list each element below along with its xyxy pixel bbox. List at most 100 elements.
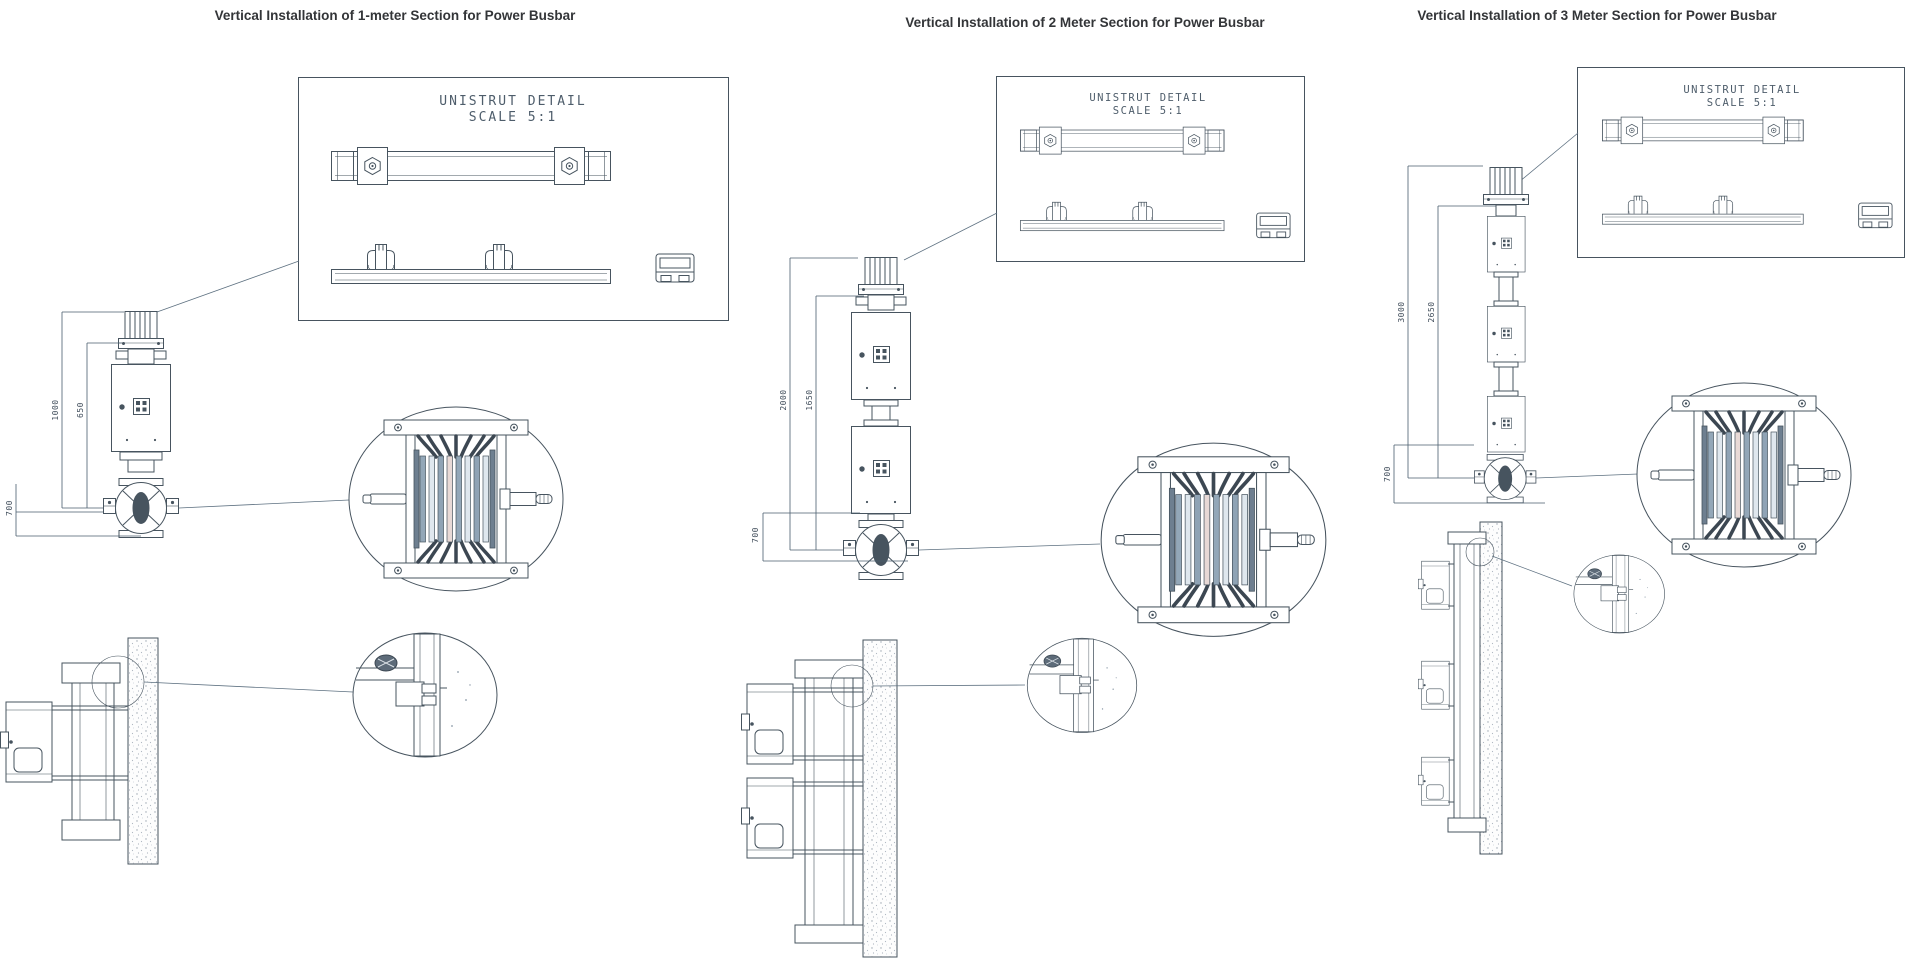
diagram-2-meter: Vertical Installation of 2 Meter Section… [741,15,1328,958]
coupler-flange-4 [1493,390,1519,397]
detail-box-frame [1577,67,1905,258]
diagram-1-wall-view [0,637,354,865]
detail-box-title: UNISTRUT DETAIL [1683,84,1800,96]
anchor-bolt-detail [352,632,498,758]
dimension-overall: 3000 [1397,301,1406,322]
frame-channel [804,677,854,926]
busbar-top-plug [118,311,164,349]
coupler-tube-1 [1498,276,1514,302]
diagram-1-meter: Vertical Installation of 1-meter Section… [0,8,729,865]
diagram-1-dimensions: 1000 650 700 [5,311,141,537]
busbar-module-1 [1486,216,1526,273]
joint-housing-side-2 [1418,660,1450,710]
coupler-flange-1 [1493,271,1519,278]
joint-housing-side-1 [741,683,794,765]
dimension-offset: 700 [1383,466,1392,482]
diagram-3-meter: Vertical Installation of 3 Meter Section… [1383,8,1905,855]
leader-plug-to-detail [156,260,300,313]
unistrut-top-bar [1019,126,1225,155]
busbar-module [111,364,171,452]
dimension-overall: 2000 [779,389,788,410]
joint-cross-section-detail [347,405,565,593]
leader-joint-to-detail [918,543,1101,551]
neck-tab-left [115,350,129,360]
busbar-top-plug [858,257,904,295]
wall [127,637,159,865]
joint-housing-side-2 [741,777,794,859]
leader-plug-to-detail [903,212,998,261]
leader-anchor-to-detail [143,681,354,693]
dimension-inner: 2650 [1427,301,1436,322]
dimension-inner: 1650 [805,389,814,410]
ball-joint [843,520,919,580]
anchor-bolt-detail [1026,637,1138,733]
diagram-3-dimensions: 3000 2650 700 [1383,165,1545,504]
ball-joint [103,478,179,538]
detail-box-title: UNISTRUT DETAIL [1089,92,1206,104]
busbar-top-plug [1483,167,1529,205]
detail-box-scale: SCALE 5:1 [469,110,557,125]
joint-cross-section-detail [1099,441,1328,639]
coupler-tube [871,405,891,421]
anchor-bolt-detail [1573,554,1665,634]
joint-cross-section-detail [1635,381,1853,569]
wall [862,639,898,958]
leader-anchor-to-detail [1491,555,1573,587]
dimension-overall: 1000 [51,399,60,420]
busbar-module-1 [851,312,911,400]
dimension-inner: 650 [76,402,85,418]
diagram-2-dimensions: 2000 1650 700 [751,257,908,562]
coupler-tube-2 [1498,366,1514,392]
joint-housing-side-3 [1418,756,1450,806]
diagram-1-busbar-assembly [103,311,179,538]
busbar-module-2 [1486,306,1526,363]
frame-bottom-plate [61,819,121,841]
unistrut-top-bar [331,147,611,185]
busbar-module-2 [851,426,911,514]
detail-box-scale: SCALE 5:1 [1113,105,1183,117]
diagram-3-wall-view [1418,521,1573,855]
diagram-2-unistrut-detail-box: UNISTRUT DETAIL SCALE 5:1 [996,76,1305,262]
neck-tab-right [893,296,907,306]
anchor-highlight-circle [1465,537,1495,567]
unistrut-top-bar [1601,116,1804,145]
detail-box-scale: SCALE 5:1 [1707,97,1777,109]
ball-joint [1474,454,1537,504]
busbar-neck [127,348,155,365]
rail-bottom-cap [1447,817,1487,833]
strut-fitting [1858,202,1893,229]
joint-housing-side [0,701,53,783]
bottom-neck [127,459,155,473]
strut-fitting [1256,212,1291,239]
diagram-1-title: Vertical Installation of 1-meter Section… [215,8,577,23]
coupler-flange-top [863,399,899,407]
diagram-3-busbar-assembly [1474,167,1537,504]
leader-plug-to-detail [1518,132,1579,183]
frame-top-plate [61,662,121,684]
detail-box-title: UNISTRUT DETAIL [439,94,586,109]
leader-anchor-to-detail [872,684,1026,687]
frame-bottom-plate [794,924,864,944]
diagram-3-title: Vertical Installation of 3 Meter Section… [1417,8,1777,23]
leader-joint-to-detail [1535,473,1639,479]
bottom-flange [119,451,163,461]
busbar-module-3 [1486,396,1526,453]
diagram-1-unistrut-detail-box: UNISTRUT DETAIL SCALE 5:1 [298,77,729,321]
neck-tab-left [855,296,869,306]
dimension-offset: 700 [5,500,14,516]
frame-top-plate [794,659,864,679]
busbar-neck [1495,204,1517,217]
coupler-flange-bottom [863,419,899,427]
strut-fitting [655,253,695,283]
diagram-3-unistrut-detail-box: UNISTRUT DETAIL SCALE 5:1 [1577,67,1905,258]
mounting-rail [1453,543,1481,819]
dimension-offset: 700 [751,527,760,543]
diagram-2-wall-view [741,639,1026,958]
frame-channel [71,682,115,821]
diagram-2-busbar-assembly [843,257,919,580]
coupler-flange-2 [1493,300,1519,307]
leader-joint-to-detail [178,499,350,509]
neck-tab-right [153,350,167,360]
wall [1479,521,1503,855]
